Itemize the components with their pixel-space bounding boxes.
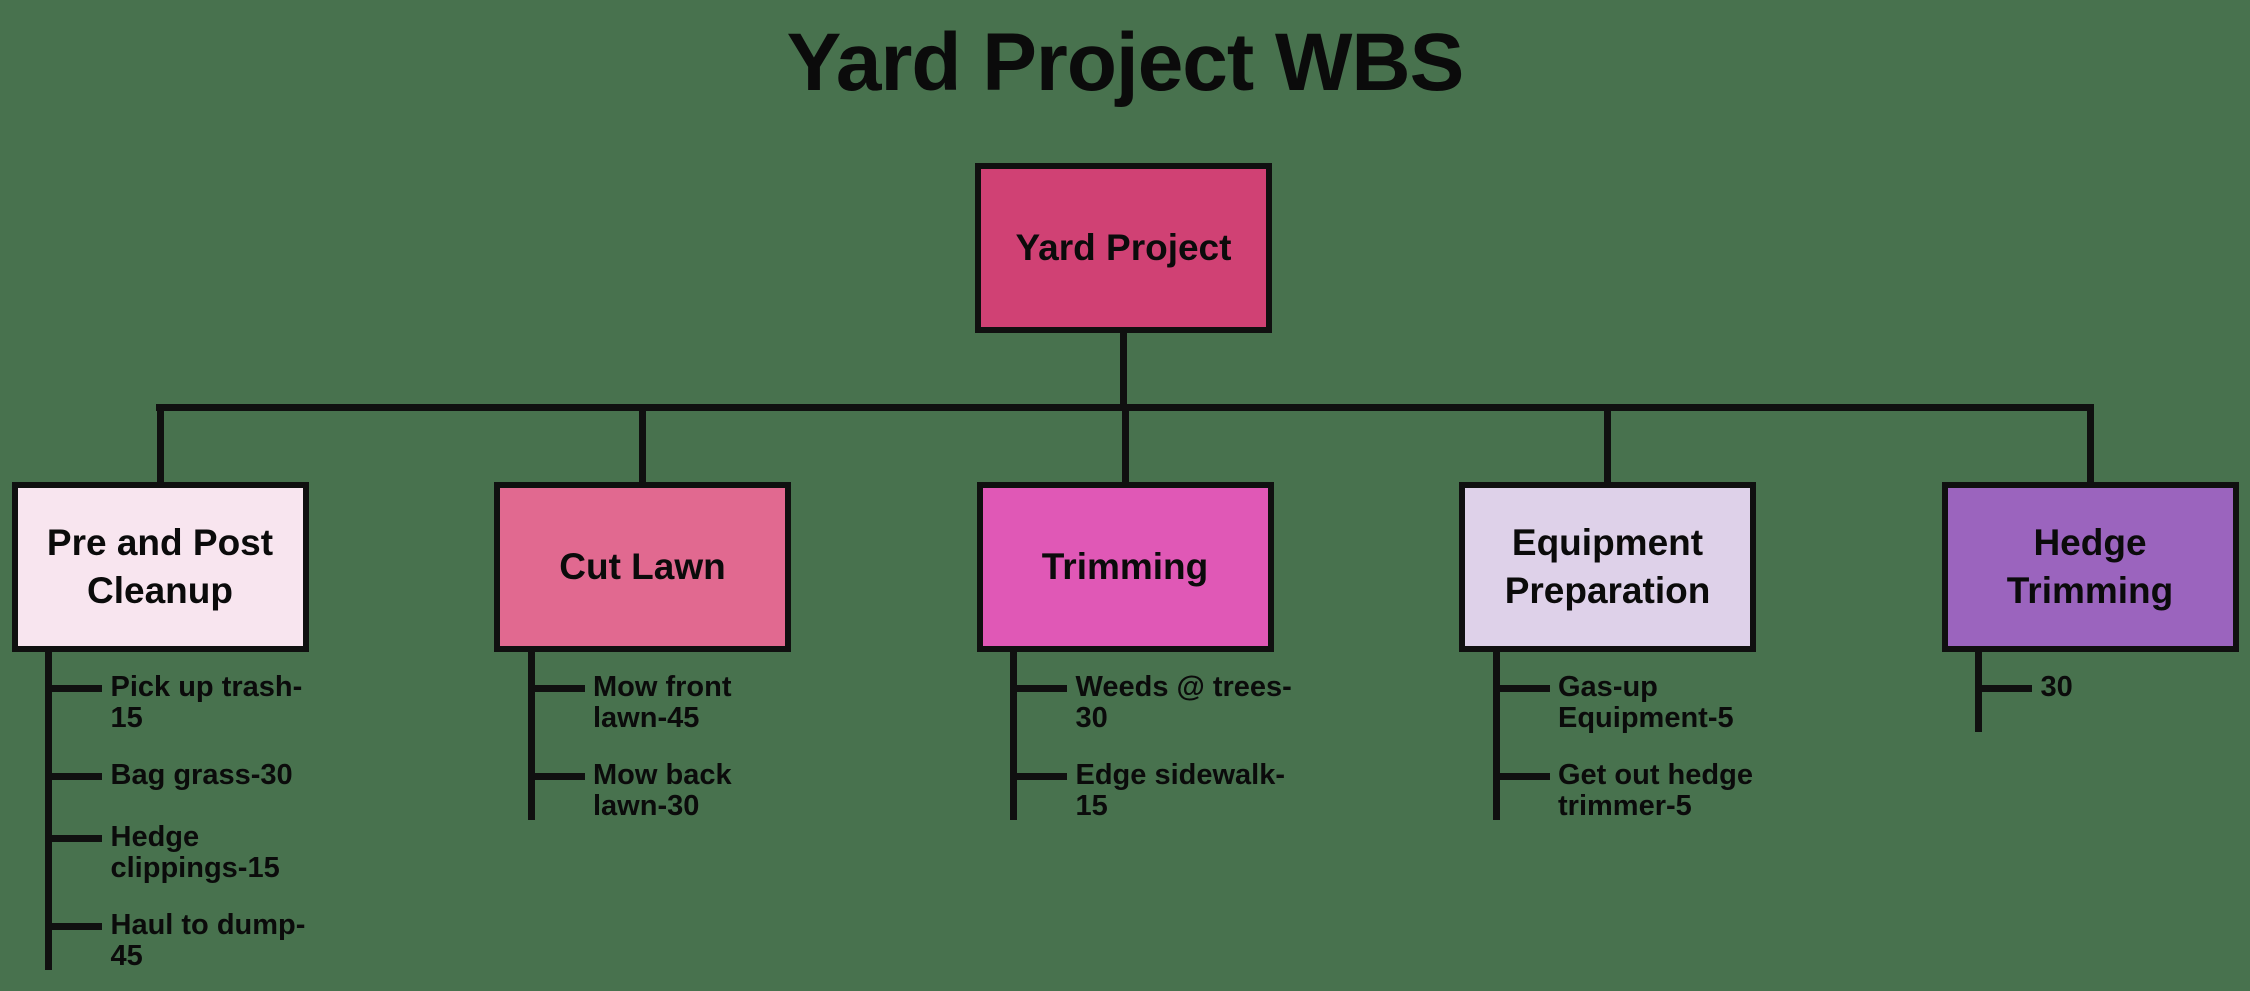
connector-drop-hedge-trimming: [2086, 404, 2094, 486]
node-pre-and-post-cleanup: Pre and Post Cleanup: [11, 482, 309, 652]
node-trimming: Trimming: [976, 482, 1274, 652]
task-label: Hedge clippings-15: [110, 821, 280, 884]
task-tick: [527, 684, 585, 692]
node-label: Hedge Trimming: [2006, 522, 2174, 611]
task-label: Get out hedge trimmer-5: [1558, 759, 1753, 822]
task-label: Pick up trash-15: [110, 671, 303, 734]
connector-drop-equipment-preparation: [1604, 404, 1611, 486]
task-label: Bag grass-30: [110, 759, 293, 791]
task-tick: [45, 922, 102, 930]
connector-branch-stem: [1010, 648, 1017, 820]
connector-drop-trimming: [1121, 404, 1129, 486]
task-tick: [45, 772, 102, 780]
task-label: Weeds @ trees-30: [1075, 671, 1292, 734]
task-label: Mow back lawn-30: [593, 759, 732, 822]
task-tick: [45, 834, 102, 842]
root-node-label: Yard Project: [1015, 227, 1232, 268]
connector-branch-stem: [1975, 648, 1982, 732]
connector-branch-stem: [527, 648, 535, 820]
node-label: Equipment Preparation: [1504, 522, 1711, 611]
connector-drop-pre-and-post-cleanup: [156, 404, 164, 486]
task-tick: [1492, 772, 1550, 780]
task-label: Haul to dump-45: [110, 909, 306, 972]
task-tick: [1010, 772, 1067, 780]
connector-branch-stem: [1492, 648, 1500, 820]
node-hedge-trimming: Hedge Trimming: [1941, 482, 2239, 652]
task-tick: [527, 772, 585, 780]
node-yard-project: Yard Project: [975, 163, 1272, 333]
task-label: Edge sidewalk-15: [1075, 759, 1286, 822]
diagram-title: Yard Project WBS: [786, 17, 1465, 108]
node-equipment-preparation: Equipment Preparation: [1459, 482, 1756, 652]
task-label: Gas-up Equipment-5: [1558, 671, 1734, 734]
task-tick: [45, 684, 102, 692]
task-tick: [1975, 684, 2032, 692]
connector-branch-stem: [45, 648, 52, 970]
task-label: Mow front lawn-45: [593, 671, 732, 734]
node-label: Cut Lawn: [559, 546, 726, 587]
task-tick: [1010, 684, 1067, 692]
connector-drop-cut-lawn: [639, 404, 646, 486]
task-label: 30: [2040, 671, 2073, 703]
connector-root-stem: [1120, 330, 1127, 408]
node-label: Pre and Post Cleanup: [46, 522, 274, 611]
node-cut-lawn: Cut Lawn: [494, 482, 791, 652]
task-tick: [1492, 684, 1550, 692]
node-label: Trimming: [1041, 546, 1209, 587]
